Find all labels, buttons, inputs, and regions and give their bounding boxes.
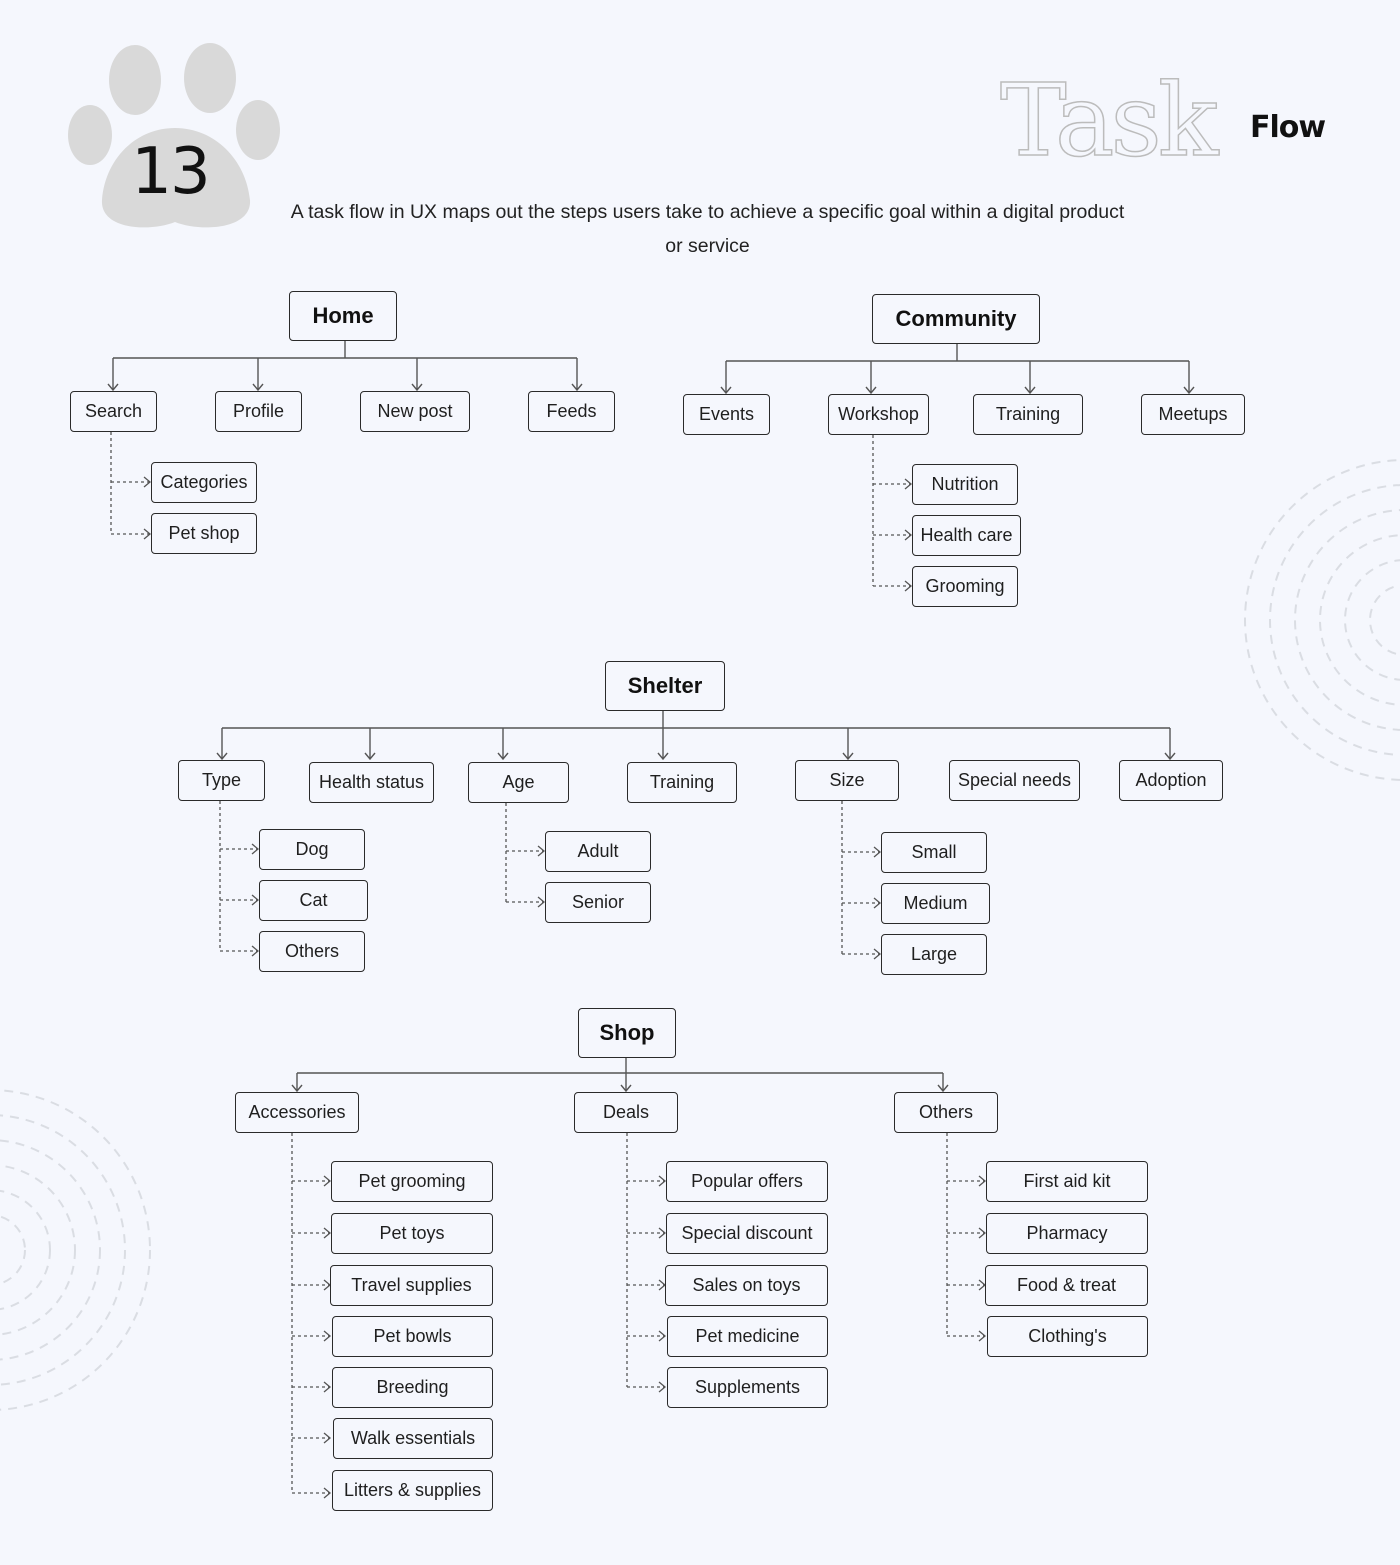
node-cat[interactable]: Cat bbox=[259, 880, 368, 921]
node-search[interactable]: Search bbox=[70, 391, 157, 432]
node-popular-offers[interactable]: Popular offers bbox=[666, 1161, 828, 1202]
node-accessories[interactable]: Accessories bbox=[235, 1092, 359, 1133]
node-events[interactable]: Events bbox=[683, 394, 770, 435]
node-grooming[interactable]: Grooming bbox=[912, 566, 1018, 607]
node-size[interactable]: Size bbox=[795, 760, 899, 801]
node-medium[interactable]: Medium bbox=[881, 883, 990, 924]
node-feeds[interactable]: Feeds bbox=[528, 391, 615, 432]
node-pet-shop[interactable]: Pet shop bbox=[151, 513, 257, 554]
node-new-post[interactable]: New post bbox=[360, 391, 470, 432]
node-type[interactable]: Type bbox=[178, 760, 265, 801]
node-senior[interactable]: Senior bbox=[545, 882, 651, 923]
node-adult[interactable]: Adult bbox=[545, 831, 651, 872]
paw-icon bbox=[68, 43, 280, 228]
node-pet-grooming[interactable]: Pet grooming bbox=[331, 1161, 493, 1202]
node-pet-medicine[interactable]: Pet medicine bbox=[667, 1316, 828, 1357]
node-nutrition[interactable]: Nutrition bbox=[912, 464, 1018, 505]
node-others-shop[interactable]: Others bbox=[894, 1092, 998, 1133]
node-workshop[interactable]: Workshop bbox=[828, 394, 929, 435]
node-walk-essentials[interactable]: Walk essentials bbox=[333, 1418, 493, 1459]
node-shelter[interactable]: Shelter bbox=[605, 661, 725, 711]
step-number: 13 bbox=[131, 135, 210, 209]
node-travel-supplies[interactable]: Travel supplies bbox=[330, 1265, 493, 1306]
node-deals[interactable]: Deals bbox=[574, 1092, 678, 1133]
node-community[interactable]: Community bbox=[872, 294, 1040, 344]
node-first-aid-kit[interactable]: First aid kit bbox=[986, 1161, 1148, 1202]
node-supplements[interactable]: Supplements bbox=[667, 1367, 828, 1408]
node-sales-on-toys[interactable]: Sales on toys bbox=[665, 1265, 828, 1306]
node-others-type[interactable]: Others bbox=[259, 931, 365, 972]
node-profile[interactable]: Profile bbox=[215, 391, 302, 432]
node-health-status[interactable]: Health status bbox=[309, 762, 434, 803]
node-breeding[interactable]: Breeding bbox=[332, 1367, 493, 1408]
node-food-treat[interactable]: Food & treat bbox=[985, 1265, 1148, 1306]
node-health-care[interactable]: Health care bbox=[912, 515, 1021, 556]
node-litters-supplies[interactable]: Litters & supplies bbox=[332, 1470, 493, 1511]
description: A task flow in UX maps out the steps use… bbox=[290, 201, 1125, 257]
node-categories[interactable]: Categories bbox=[151, 462, 257, 503]
node-small[interactable]: Small bbox=[881, 832, 987, 873]
node-pet-toys[interactable]: Pet toys bbox=[331, 1213, 493, 1254]
title-flow: Flow bbox=[1250, 110, 1326, 145]
title-task: Task bbox=[999, 61, 1219, 180]
node-training-community[interactable]: Training bbox=[973, 394, 1083, 435]
node-special-discount[interactable]: Special discount bbox=[666, 1213, 828, 1254]
node-large[interactable]: Large bbox=[881, 934, 987, 975]
node-training-shelter[interactable]: Training bbox=[627, 762, 737, 803]
node-adoption[interactable]: Adoption bbox=[1119, 760, 1223, 801]
node-pet-bowls[interactable]: Pet bowls bbox=[332, 1316, 493, 1357]
node-meetups[interactable]: Meetups bbox=[1141, 394, 1245, 435]
node-clothings[interactable]: Clothing's bbox=[987, 1316, 1148, 1357]
node-special-needs[interactable]: Special needs bbox=[949, 760, 1080, 801]
node-home[interactable]: Home bbox=[289, 291, 397, 341]
node-age[interactable]: Age bbox=[468, 762, 569, 803]
node-pharmacy[interactable]: Pharmacy bbox=[986, 1213, 1148, 1254]
node-shop[interactable]: Shop bbox=[578, 1008, 676, 1058]
node-dog[interactable]: Dog bbox=[259, 829, 365, 870]
